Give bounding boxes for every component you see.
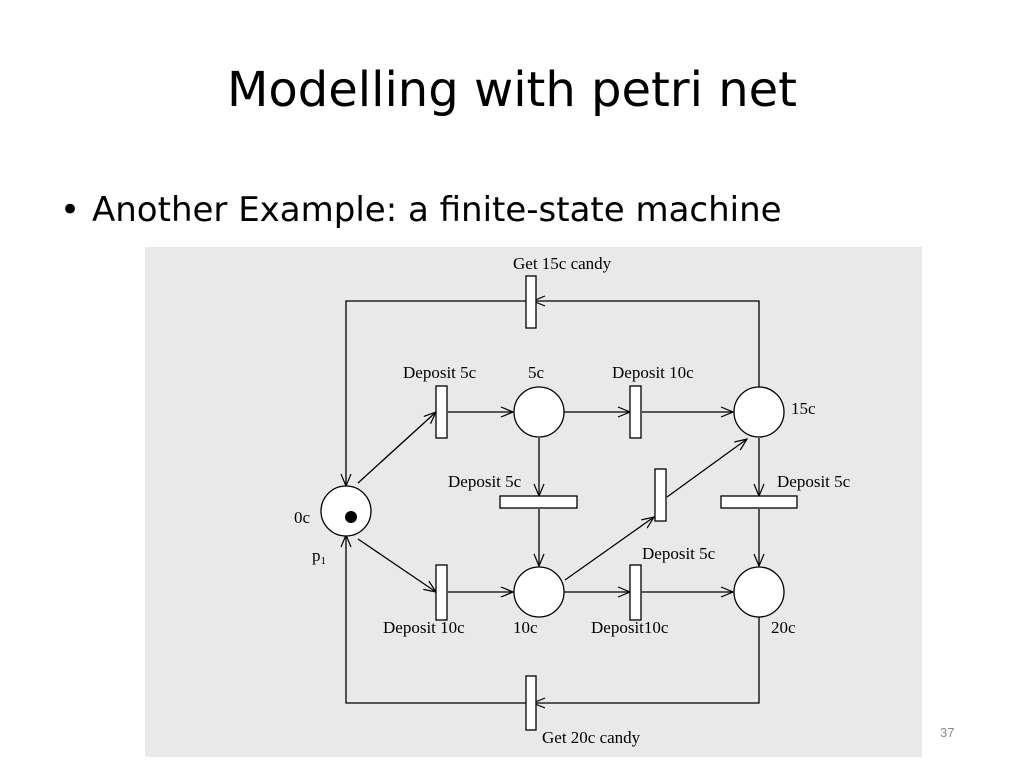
label-dep5-right: Deposit 5c	[777, 472, 851, 491]
label-get20: Get 20c candy	[542, 728, 641, 747]
petri-net-figure: Get 15c candy Get 20c candy Deposit 5c 5…	[145, 247, 922, 757]
place-10c	[513, 566, 565, 618]
transition-dep10-bottom-left	[435, 564, 448, 621]
label-dep5-mid: Deposit 5c	[448, 472, 522, 491]
arc-get15-to-0c	[346, 300, 526, 486]
token-0c	[345, 511, 357, 523]
arc-10c-to-dep5diag	[564, 517, 654, 581]
transition-dep5-right	[720, 495, 798, 509]
label-get15: Get 15c candy	[513, 254, 612, 273]
place-0c	[320, 485, 372, 537]
place-15c	[733, 386, 785, 438]
transition-dep5-diag	[654, 468, 667, 522]
arc-0c-to-dep5	[357, 412, 436, 484]
label-20c: 20c	[771, 618, 796, 637]
bullet-text: Another Example: a finite-state machine	[92, 190, 782, 230]
arc-20c-to-get20	[533, 617, 760, 703]
page-number: 37	[940, 725, 955, 740]
transition-dep10-bottom-right	[629, 564, 642, 621]
label-0c: 0c	[294, 508, 311, 527]
slide-title: Modelling with petri net	[227, 62, 797, 118]
arc-0c-to-dep10	[357, 538, 436, 592]
place-20c	[733, 566, 785, 618]
label-10c: 10c	[513, 618, 538, 637]
label-dep10-top: Deposit 10c	[612, 363, 694, 382]
bullet-item: • Another Example: a finite-state machine	[60, 190, 782, 230]
transition-dep10-top	[629, 385, 642, 439]
bullet-icon: •	[60, 190, 81, 230]
label-p1: p1	[312, 546, 326, 567]
place-5c	[513, 386, 565, 438]
arc-get20-to-0c	[346, 535, 526, 704]
label-dep10-bottom-left: Deposit 10c	[383, 618, 465, 637]
label-15c: 15c	[791, 399, 816, 418]
transition-get20	[525, 675, 537, 731]
label-5c: 5c	[528, 363, 545, 382]
transition-dep5-top	[435, 385, 448, 439]
petri-net-diagram: Get 15c candy Get 20c candy Deposit 5c 5…	[294, 254, 851, 747]
arc-dep5diag-to-15c	[666, 439, 747, 498]
label-dep5-lower: Deposit 5c	[642, 544, 716, 563]
label-dep5-top: Deposit 5c	[403, 363, 477, 382]
arc-15c-to-get15	[533, 301, 760, 387]
label-dep10-bottom-right: Deposit10c	[591, 618, 669, 637]
transition-get15	[525, 275, 537, 329]
transition-dep5-mid	[499, 495, 578, 509]
